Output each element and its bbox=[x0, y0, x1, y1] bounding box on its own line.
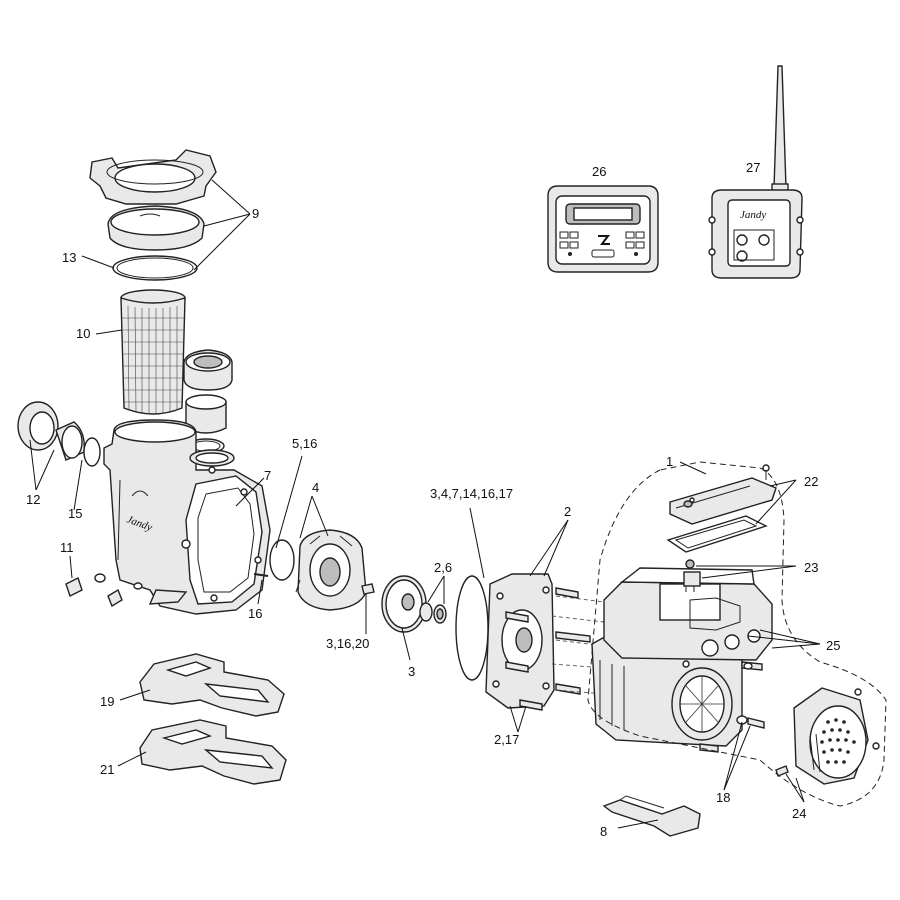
callout-13: 13 bbox=[62, 250, 76, 265]
callout-10: 10 bbox=[76, 326, 90, 341]
callout-19: 19 bbox=[100, 694, 114, 709]
callout-23: 23 bbox=[804, 560, 818, 575]
strainer-lid bbox=[107, 205, 205, 251]
leader-lines bbox=[29, 179, 821, 829]
callout-18: 18 bbox=[716, 790, 730, 805]
impeller bbox=[381, 575, 427, 633]
callout-11: 11 bbox=[60, 540, 74, 555]
callout-4: 4 bbox=[312, 480, 319, 495]
callout-2: 2 bbox=[564, 504, 571, 519]
inlet-o-ring bbox=[83, 437, 101, 467]
callout-16: 16 bbox=[248, 606, 262, 621]
control-panel bbox=[547, 185, 659, 273]
inlet-union-tailpiece bbox=[55, 421, 85, 461]
union-tailpiece bbox=[185, 394, 227, 434]
callout-labels: 1 2 2,6 2,17 3 3,16,20 3,4,7,14,16,17 4 … bbox=[26, 160, 840, 839]
lid-o-ring bbox=[112, 255, 198, 281]
inlet-union-nut bbox=[17, 401, 59, 451]
callout-27: 27 bbox=[746, 160, 760, 175]
washers bbox=[736, 662, 753, 725]
drive-cover bbox=[669, 477, 777, 525]
callout-12: 12 bbox=[26, 492, 40, 507]
diffuser bbox=[295, 529, 367, 611]
callout-1: 1 bbox=[666, 454, 673, 469]
callout-26: 26 bbox=[592, 164, 606, 179]
strainer-lock-ring bbox=[89, 149, 217, 205]
cover-screw bbox=[689, 464, 770, 503]
impeller-screw bbox=[361, 583, 375, 595]
callout-3-4-7-14-16-17: 3,4,7,14,16,17 bbox=[430, 486, 513, 501]
fan-cover bbox=[793, 687, 869, 785]
callout-3-16-20: 3,16,20 bbox=[326, 636, 369, 651]
diffuser-pins bbox=[253, 573, 269, 577]
pump-housing: Jandy bbox=[103, 419, 271, 615]
callout-24: 24 bbox=[792, 806, 806, 821]
mounting-base-21 bbox=[139, 719, 287, 785]
remote-brand: Jandy bbox=[740, 209, 766, 221]
diffuser-o-ring bbox=[269, 539, 295, 581]
callout-21: 21 bbox=[100, 762, 114, 777]
shaft-seal bbox=[419, 602, 447, 624]
callout-15: 15 bbox=[68, 506, 82, 521]
callout-9: 9 bbox=[252, 206, 259, 221]
callout-7: 7 bbox=[264, 468, 271, 483]
callout-2-17: 2,17 bbox=[494, 732, 519, 747]
housing-o-ring bbox=[455, 575, 489, 681]
motor-assembly bbox=[591, 567, 773, 747]
seal-plate-bolts bbox=[505, 587, 591, 711]
mounting-base-19 bbox=[139, 653, 285, 717]
assembly-boundary bbox=[587, 461, 887, 807]
callout-25: 25 bbox=[826, 638, 840, 653]
terminal-block bbox=[683, 559, 701, 592]
callout-22: 22 bbox=[804, 474, 818, 489]
drain-plug bbox=[65, 573, 143, 608]
union-nut bbox=[183, 349, 233, 391]
cover-gasket bbox=[666, 515, 768, 553]
service-wrench bbox=[602, 795, 701, 837]
seal-plate bbox=[485, 573, 555, 709]
callout-2-6: 2,6 bbox=[434, 560, 452, 575]
wireless-antenna bbox=[771, 65, 789, 195]
strainer-basket bbox=[120, 289, 186, 415]
callout-5-16: 5,16 bbox=[292, 436, 317, 451]
callout-8: 8 bbox=[600, 824, 607, 839]
wireless-transceiver: Jandy bbox=[708, 189, 804, 279]
callout-3: 3 bbox=[408, 664, 415, 679]
